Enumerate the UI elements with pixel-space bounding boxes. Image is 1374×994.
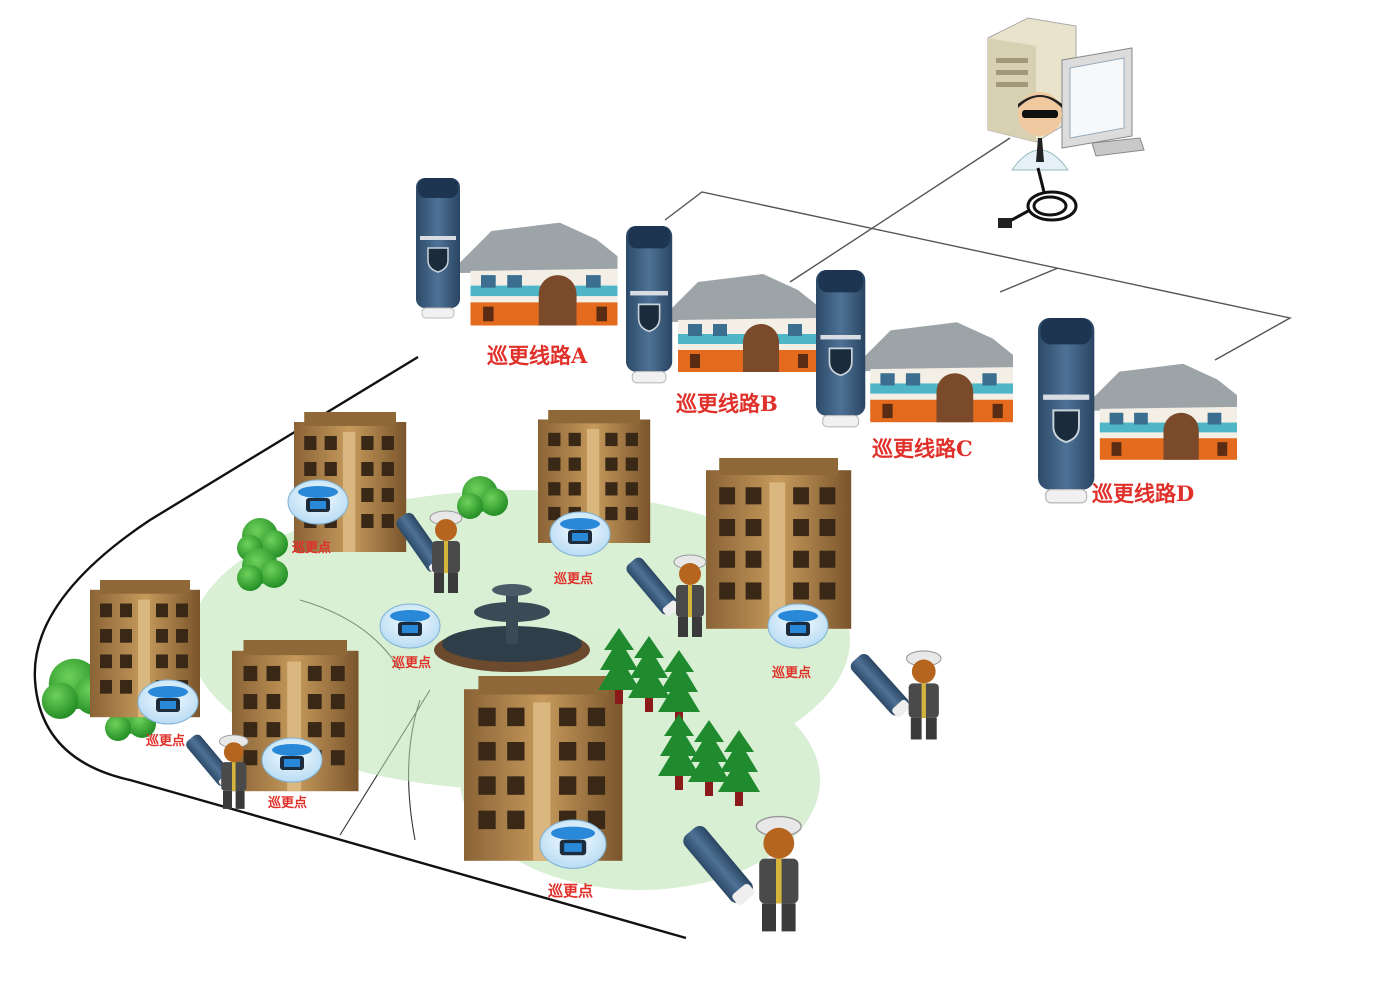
route-a-group — [416, 178, 618, 326]
monitor-icon — [1062, 48, 1144, 156]
route-c-group — [816, 270, 1013, 427]
checkpoint-button-icon — [550, 512, 610, 556]
route-label-d: 巡更线路D — [1092, 478, 1194, 508]
usb-cable-icon — [998, 168, 1076, 228]
patrol-reader-icon — [1038, 318, 1094, 503]
security-guard-icon — [756, 817, 801, 932]
checkpoint-button-icon — [768, 604, 828, 648]
checkpoint-button-icon — [288, 480, 348, 524]
villa-icon — [860, 322, 1013, 422]
apartment-building-icon — [706, 458, 851, 629]
checkpoint-label: 巡更点 — [268, 792, 307, 811]
route-label-c: 巡更线路C — [872, 433, 973, 463]
checkpoint-button-icon — [262, 738, 322, 782]
checkpoint-label: 巡更点 — [292, 537, 331, 556]
patrol-reader-icon — [626, 226, 672, 383]
checkpoint-label: 巡更点 — [554, 568, 593, 587]
checkpoint-label: 巡更点 — [146, 730, 185, 749]
patrol-reader-icon — [848, 651, 913, 720]
villa-icon — [460, 223, 618, 326]
patrol-reader-icon — [816, 270, 865, 427]
security-guard-icon — [219, 735, 248, 809]
checkpoint-label: 巡更点 — [392, 652, 431, 671]
villa-icon — [668, 274, 818, 372]
security-guard-icon — [906, 651, 941, 740]
checkpoint-button-icon — [540, 820, 606, 868]
route-b-group — [626, 226, 818, 383]
route-label-a: 巡更线路A — [487, 340, 587, 370]
checkpoint-label: 巡更点 — [548, 880, 593, 901]
patrol-reader-icon — [416, 178, 460, 318]
checkpoint-button-icon — [138, 680, 198, 724]
route-label-b: 巡更线路B — [676, 388, 778, 418]
checkpoint-button-icon — [380, 604, 440, 648]
checkpoint-label: 巡更点 — [772, 662, 811, 681]
route-d-group — [1038, 318, 1237, 503]
villa-icon — [1090, 364, 1237, 460]
